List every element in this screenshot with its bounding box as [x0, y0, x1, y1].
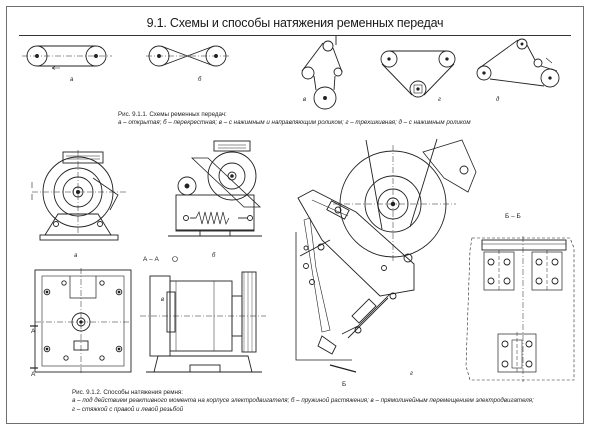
label-b-2: б [212, 253, 216, 259]
label-b-1: б [198, 77, 202, 83]
scheme-crossed-belt: б [146, 45, 230, 83]
scheme-three-pulley: г [380, 50, 456, 103]
mark-b-drawing: Б [342, 381, 346, 388]
label-v-2: в [161, 297, 164, 303]
section-bb-label: Б – Б [505, 213, 521, 220]
mark-a-bottom: А [31, 371, 36, 378]
scheme-pressure-roller: д [476, 38, 560, 103]
drawing-2a-plan-view: А А [30, 268, 132, 378]
figure2-caption-line2: г – стяжкой с правой и левой резьбой [72, 405, 184, 413]
drawing-2b-tension-spring: б [168, 140, 262, 259]
page-title: 9.1. Схемы и способы натяжения ременных … [146, 16, 444, 30]
drawing-2g-turnbuckle: Б г [295, 138, 477, 388]
label-d-1: д [496, 97, 500, 103]
label-v-1: в [303, 97, 306, 103]
figure2-caption-title: Рис. 9.1.2. Способы натяжения ремня: [72, 389, 183, 396]
label-g-1: г [438, 97, 441, 103]
scheme-open-belt: а [22, 45, 112, 83]
title-rule [19, 35, 571, 36]
drawing-2a-reactive-torque: а [31, 150, 128, 259]
figure1-caption: Рис. 9.1.1. Схемы ременных передач: а – … [118, 111, 471, 128]
drawing-section-bb: Б – Б [465, 213, 575, 382]
section-aa-label: А – А [143, 256, 160, 263]
document-sheet: 9.1. Схемы и способы натяжения ременных … [6, 6, 584, 424]
scheme-tension-guide-roller: в [301, 36, 343, 110]
mark-a-top: А [31, 328, 36, 335]
label-g-2: г [410, 371, 413, 377]
figure2-caption: Рис. 9.1.2. Способы натяжения ремня: а –… [72, 389, 534, 414]
figure1-caption-title: Рис. 9.1.1. Схемы ременных передач: [118, 111, 227, 118]
label-a-2: а [74, 253, 78, 259]
drawing-2v-linear-displacement: А – А в [140, 256, 266, 373]
label-a-1: а [70, 77, 74, 83]
figure1-caption-body: а – открытая; б – перекрестная; в – с на… [118, 119, 471, 127]
figure2-caption-line1: а – под действием реактивного момента на… [72, 397, 534, 405]
